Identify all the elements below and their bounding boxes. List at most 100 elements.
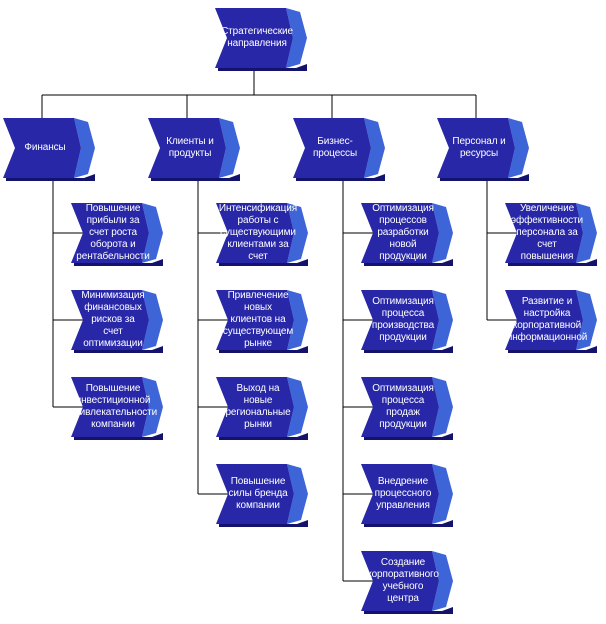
category-node-2-text: Клиенты и продукты xyxy=(166,136,214,159)
item-node-1-2-shadow xyxy=(74,346,163,353)
item-node-2-2-side xyxy=(287,290,308,350)
item-node-4-1-side xyxy=(576,203,597,263)
item-node-1-2-face xyxy=(71,290,149,350)
item-node-4-1-shadow xyxy=(508,259,597,266)
item-node-3-3 xyxy=(361,377,453,440)
category-node-1 xyxy=(3,118,95,181)
item-node-3-5-face xyxy=(361,551,439,611)
item-node-4-2-text: Развитие и настройка корпоративной инфор… xyxy=(506,296,588,343)
category-node-1-label: Финансы xyxy=(13,120,77,176)
item-node-4-1 xyxy=(505,203,597,266)
item-node-2-3-shadow xyxy=(219,433,308,440)
item-node-3-4 xyxy=(361,464,453,527)
item-node-1-3-shadow xyxy=(74,433,163,440)
item-node-4-2-shadow xyxy=(508,346,597,353)
item-node-1-2-label: Минимизация финансовых рисков за счет оп… xyxy=(81,290,145,349)
root-node-side xyxy=(286,8,307,68)
item-node-3-2-text: Оптимизация процесса производства продук… xyxy=(371,296,435,343)
category-node-2-label: Клиенты и продукты xyxy=(158,120,222,176)
item-node-1-3-face xyxy=(71,377,149,437)
item-node-3-5-side xyxy=(432,551,453,611)
category-node-3-label: Бизнес-процессы xyxy=(303,120,367,176)
category-node-1-shadow xyxy=(6,174,95,181)
item-node-3-4-face xyxy=(361,464,439,524)
item-node-3-5 xyxy=(361,551,453,614)
root-node xyxy=(215,8,307,71)
item-node-1-1-shadow xyxy=(74,259,163,266)
category-node-4-label: Персонал и ресурсы xyxy=(447,120,511,176)
item-node-2-3-side xyxy=(287,377,308,437)
item-node-3-4-side xyxy=(432,464,453,524)
item-node-2-2 xyxy=(216,290,308,353)
item-node-3-5-label: Создание корпоративного учебного центра xyxy=(367,553,439,609)
category-node-4 xyxy=(437,118,529,181)
item-node-2-3 xyxy=(216,377,308,440)
category-node-2 xyxy=(148,118,240,181)
item-node-2-4-shadow xyxy=(219,520,308,527)
item-node-3-2 xyxy=(361,290,453,353)
item-node-1-2-side xyxy=(142,290,163,350)
item-node-3-1-face xyxy=(361,203,439,263)
item-node-4-1-label: Увеличение эффективности персонала за сч… xyxy=(511,203,583,262)
item-node-1-3-label: Повышение инвестиционной привлекательнос… xyxy=(69,379,157,435)
category-node-3-text: Бизнес-процессы xyxy=(312,136,358,159)
item-node-1-1-side xyxy=(142,203,163,263)
item-node-2-4-label: Повышение силы бренда компании xyxy=(226,466,290,522)
item-node-3-3-text: Оптимизация процесса продаж продукции xyxy=(372,383,434,430)
item-node-1-1-face xyxy=(71,203,149,263)
item-node-2-4-face xyxy=(216,464,294,524)
root-node-face xyxy=(215,8,293,68)
item-node-1-1-text: Повышение прибыли за счет роста оборота … xyxy=(76,203,150,262)
item-node-2-2-text: Привлечение новых клиентов на существующ… xyxy=(222,290,294,349)
item-node-2-1-shadow xyxy=(219,259,308,266)
item-node-1-3-text: Повышение инвестиционной привлекательнос… xyxy=(68,383,158,430)
category-node-2-side xyxy=(219,118,240,178)
root-node-shadow xyxy=(218,64,307,71)
item-node-3-4-shadow xyxy=(364,520,453,527)
item-node-2-2-label: Привлечение новых клиентов на существующ… xyxy=(222,290,294,349)
item-node-2-1-text: Интенсификация работы с существующими кл… xyxy=(218,203,298,262)
item-node-4-2 xyxy=(505,290,597,353)
category-node-4-side xyxy=(508,118,529,178)
item-node-2-1-label: Интенсификация работы с существующими кл… xyxy=(219,203,297,262)
item-node-3-3-face xyxy=(361,377,439,437)
item-node-4-2-label: Развитие и настройка корпоративной инфор… xyxy=(507,292,588,348)
root-node-text: Стратегические направления xyxy=(221,26,293,49)
item-node-4-1-text: Увеличение эффективности персонала за сч… xyxy=(510,203,584,262)
item-node-3-4-text: Внедрение процессного управления xyxy=(374,476,432,511)
category-node-1-text: Финансы xyxy=(24,142,66,153)
category-node-1-face xyxy=(3,118,81,178)
item-node-3-1-side xyxy=(432,203,453,263)
category-node-3-shadow xyxy=(296,174,385,181)
item-node-3-2-face xyxy=(361,290,439,350)
item-node-3-1-shadow xyxy=(364,259,453,266)
category-node-3-face xyxy=(293,118,371,178)
item-node-3-2-label: Оптимизация процесса производства продук… xyxy=(371,292,435,348)
item-node-2-4-side xyxy=(287,464,308,524)
item-node-3-1-text: Оптимизация процессов разработки новой п… xyxy=(372,203,434,262)
item-node-3-3-shadow xyxy=(364,433,453,440)
category-node-1-side xyxy=(74,118,95,178)
item-node-4-2-face xyxy=(505,290,583,350)
item-node-2-1-face xyxy=(216,203,294,263)
item-node-2-3-face xyxy=(216,377,294,437)
category-node-2-face xyxy=(148,118,226,178)
item-node-1-1 xyxy=(71,203,163,266)
item-node-2-3-label: Выход на новые региональные рынки xyxy=(225,379,290,435)
item-node-2-2-face xyxy=(216,290,294,350)
item-node-3-1-label: Оптимизация процессов разработки новой п… xyxy=(371,203,435,262)
category-node-4-face xyxy=(437,118,515,178)
item-node-3-5-shadow xyxy=(364,607,453,614)
category-node-3-side xyxy=(364,118,385,178)
item-node-1-1-label: Повышение прибыли за счет роста оборота … xyxy=(76,203,150,262)
category-node-4-text: Персонал и ресурсы xyxy=(452,136,506,159)
item-node-1-2-text: Минимизация финансовых рисков за счет оп… xyxy=(81,290,145,349)
item-node-1-3 xyxy=(71,377,163,440)
item-node-1-3-side xyxy=(142,377,163,437)
item-node-3-3-side xyxy=(432,377,453,437)
category-node-4-shadow xyxy=(440,174,529,181)
item-node-3-5-text: Создание корпоративного учебного центра xyxy=(367,557,439,604)
item-node-3-4-label: Внедрение процессного управления xyxy=(371,466,435,522)
item-node-2-1 xyxy=(216,203,308,266)
diagram-nodes xyxy=(3,8,597,614)
